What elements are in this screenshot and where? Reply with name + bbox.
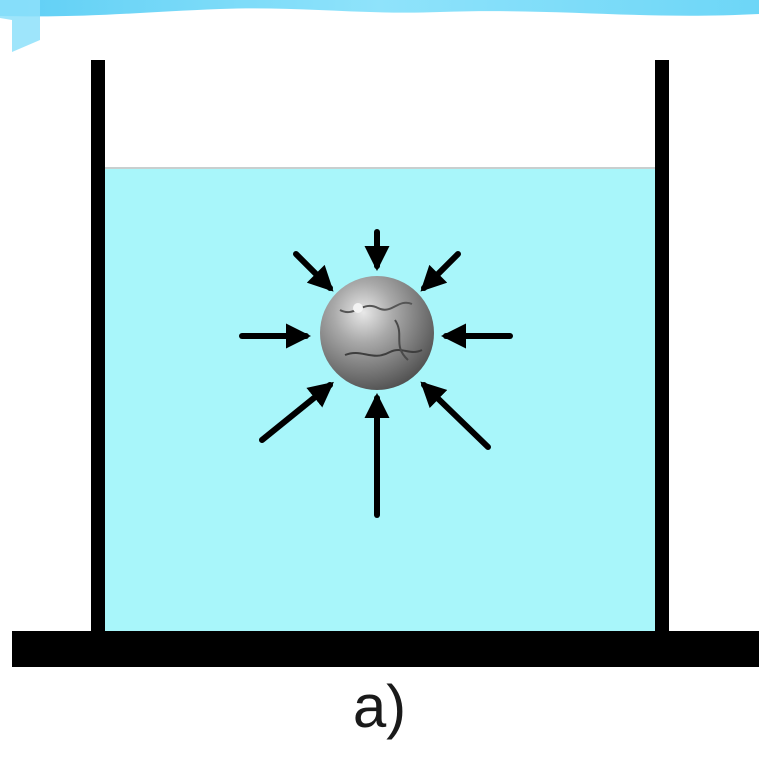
- submerged-sphere: [320, 276, 434, 390]
- header-band: [0, 0, 759, 52]
- container-left-wall: [91, 60, 105, 636]
- figure-caption: a): [0, 672, 759, 742]
- container-base: [12, 631, 759, 667]
- container-right-wall: [655, 60, 669, 636]
